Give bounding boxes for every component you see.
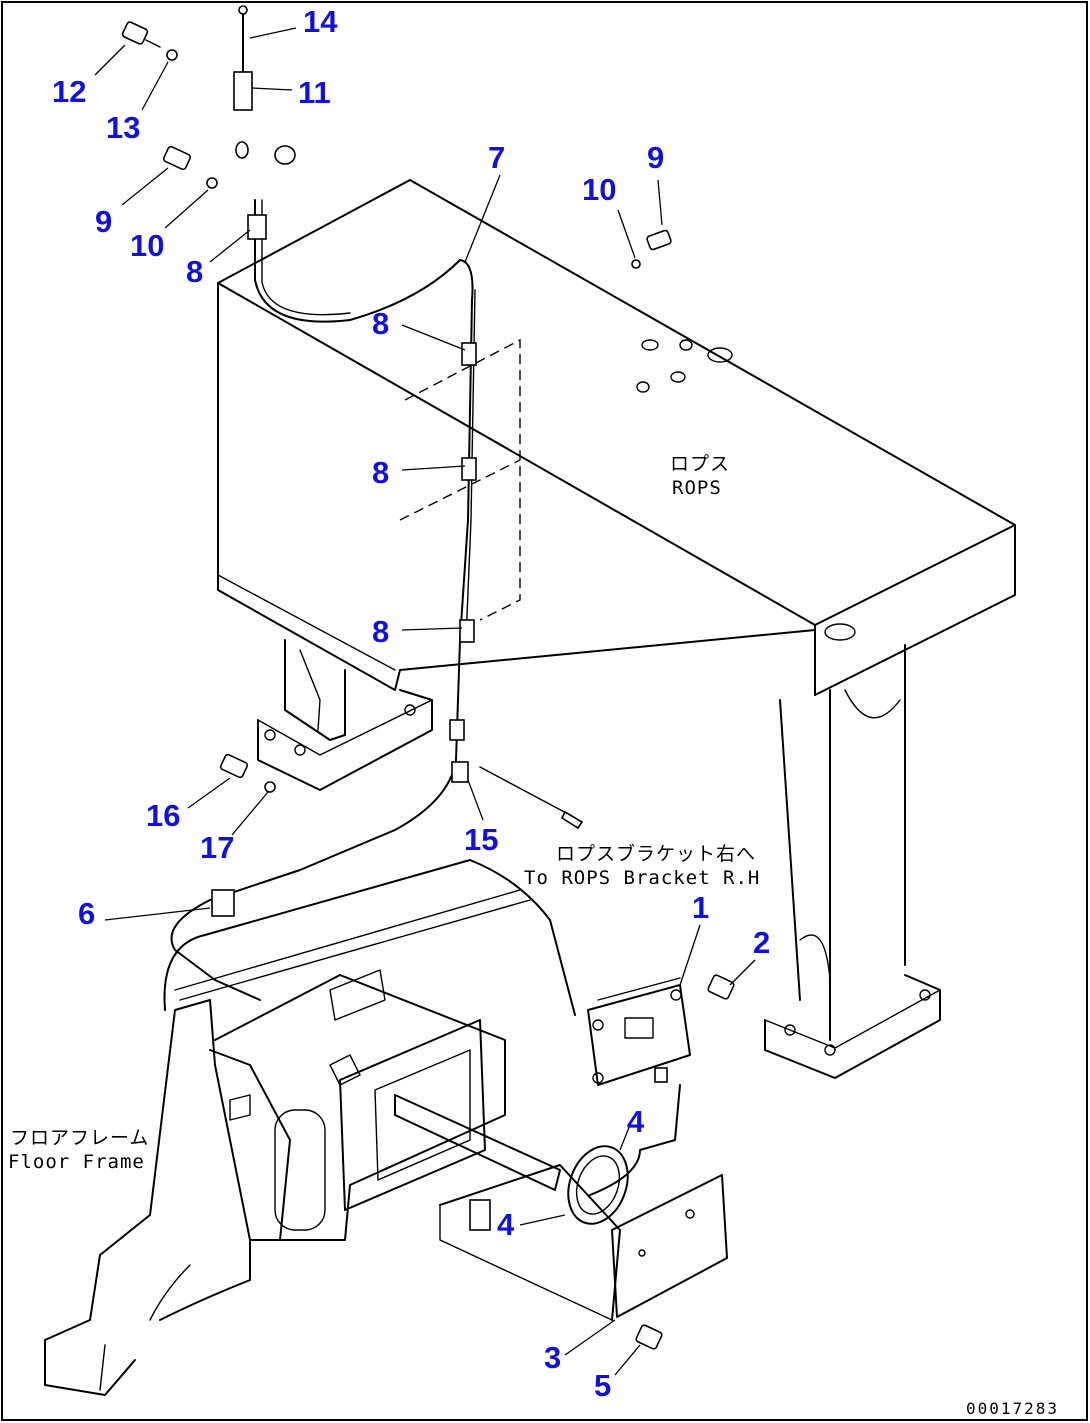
leader-lines — [94, 27, 756, 1376]
callout-13: 13 — [106, 110, 140, 145]
callout-8-upper: 8 — [372, 306, 389, 341]
callout-12: 12 — [52, 74, 86, 109]
callout-6: 6 — [78, 896, 95, 931]
callout-1: 1 — [692, 890, 709, 925]
callout-9-right: 9 — [647, 140, 664, 175]
callout-15: 15 — [464, 822, 498, 857]
callout-5: 5 — [594, 1368, 611, 1403]
callout-8-lower: 8 — [372, 614, 389, 649]
callout-14: 14 — [303, 4, 338, 39]
wiring-harness — [170, 199, 681, 1196]
callout-10-right: 10 — [582, 172, 616, 207]
callout-numbers: 14 11 12 13 9 10 8 7 10 9 8 8 8 16 17 15… — [52, 4, 770, 1403]
cover-plate — [611, 1174, 728, 1318]
controller-unit — [587, 977, 691, 1086]
hardware-parts — [121, 5, 735, 1350]
rops-label-jp: ロプス — [670, 453, 730, 475]
drawing-number: 00017283 — [966, 1399, 1059, 1418]
callout-2: 2 — [753, 925, 770, 960]
callout-4-lower: 4 — [497, 1207, 515, 1242]
callout-11: 11 — [298, 75, 331, 110]
bracket-note-jp: ロプスブラケット右へ — [556, 842, 756, 865]
callout-10-left: 10 — [130, 228, 164, 263]
floor-frame-label-jp: フロアフレーム — [10, 1127, 149, 1149]
callout-9-left: 9 — [95, 204, 112, 239]
rops-structure — [217, 179, 1016, 1079]
callout-3: 3 — [544, 1340, 561, 1375]
callout-8-middle: 8 — [372, 455, 389, 490]
callout-7: 7 — [488, 140, 505, 175]
callout-8-top: 8 — [186, 254, 203, 289]
floor-frame — [44, 859, 629, 1396]
floor-frame-label-en: Floor Frame — [8, 1151, 145, 1173]
annotations: ロプス ROPS ロプスブラケット右へ To ROPS Bracket R.H … — [8, 453, 1059, 1418]
callout-16: 16 — [146, 798, 180, 833]
bracket-note-en: To ROPS Bracket R.H — [524, 867, 760, 889]
callout-4-upper: 4 — [627, 1104, 645, 1139]
rops-label-en: ROPS — [672, 477, 722, 499]
callout-17: 17 — [200, 830, 234, 865]
